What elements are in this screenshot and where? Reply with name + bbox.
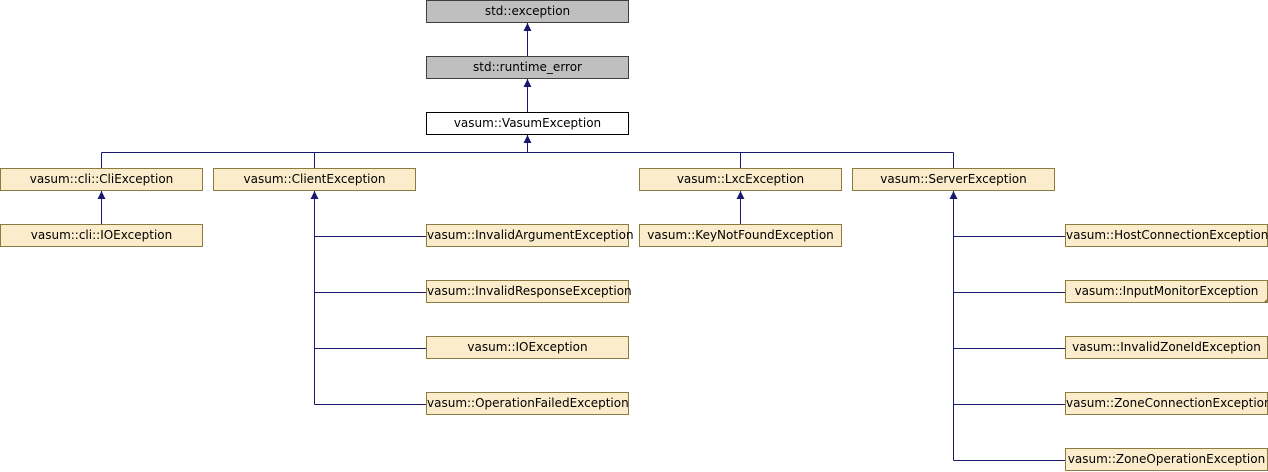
- node-zone-operation-exception[interactable]: vasum::ZoneOperationException: [1065, 448, 1268, 471]
- node-std-exception: std::exception: [426, 0, 629, 23]
- node-invalid-zone-id-exception[interactable]: vasum::InvalidZoneIdException: [1065, 336, 1268, 359]
- node-zone-connection-exception[interactable]: vasum::ZoneConnectionException: [1065, 392, 1268, 415]
- node-host-connection-exception[interactable]: vasum::HostConnectionException: [1065, 224, 1268, 247]
- node-server-exception[interactable]: vasum::ServerException: [852, 168, 1055, 191]
- node-cli-exception[interactable]: vasum::cli::CliException: [0, 168, 203, 191]
- node-invalid-argument-exception[interactable]: vasum::InvalidArgumentException: [426, 224, 634, 247]
- node-key-not-found-exception[interactable]: vasum::KeyNotFoundException: [639, 224, 842, 247]
- node-input-monitor-exception[interactable]: vasum::InputMonitorException: [1065, 280, 1268, 303]
- node-invalid-response-exception[interactable]: vasum::InvalidResponseException: [426, 280, 632, 303]
- node-lxc-exception[interactable]: vasum::LxcException: [639, 168, 842, 191]
- node-client-exception[interactable]: vasum::ClientException: [213, 168, 416, 191]
- node-vasum-exception: vasum::VasumException: [426, 112, 629, 135]
- node-std-runtime-error: std::runtime_error: [426, 56, 629, 79]
- node-operation-failed-exception[interactable]: vasum::OperationFailedException: [426, 392, 629, 415]
- node-cli-io-exception[interactable]: vasum::cli::IOException: [0, 224, 203, 247]
- node-io-exception[interactable]: vasum::IOException: [426, 336, 629, 359]
